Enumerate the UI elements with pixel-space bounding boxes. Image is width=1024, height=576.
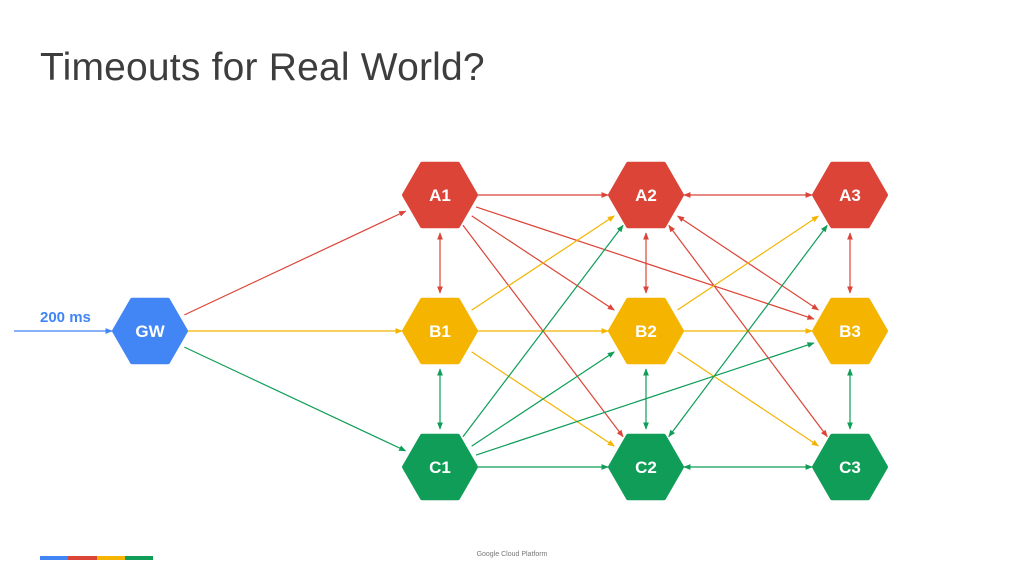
node-a3: A3: [812, 161, 888, 229]
brand-bar-segment: [96, 556, 125, 560]
node-c1: C1: [402, 433, 478, 501]
brand-bar-segment: [124, 556, 153, 560]
node-label: A2: [635, 186, 657, 205]
hexagon-shape: [812, 297, 888, 365]
edge-b1-a2: [471, 215, 615, 311]
edge-c1-b2: [471, 351, 615, 447]
hexagon-shape: [112, 297, 188, 365]
node-label: A1: [429, 186, 451, 205]
hexagon-shape: [812, 433, 888, 501]
hexagon-shape: [402, 161, 478, 229]
footer-brand-text: Google Cloud Platform: [476, 551, 548, 558]
edge-gw-a1: [184, 210, 407, 316]
brand-bar-segment: [68, 556, 97, 560]
node-b1: B1: [402, 297, 478, 365]
node-b2: B2: [608, 297, 684, 365]
node-label: B3: [839, 322, 861, 341]
node-c2: C2: [608, 433, 684, 501]
hexagon-shape: [608, 161, 684, 229]
node-label: C3: [839, 458, 861, 477]
edge-c1-a2: [462, 224, 624, 438]
node-label: C2: [635, 458, 657, 477]
edge-b2-c3: [677, 351, 819, 447]
node-label: A3: [839, 186, 861, 205]
node-label: C1: [429, 458, 451, 477]
node-b3: B3: [812, 297, 888, 365]
hexagon-shape: [402, 297, 478, 365]
edge-c2-a3: [668, 224, 828, 438]
node-c3: C3: [812, 433, 888, 501]
node-a1: A1: [402, 161, 478, 229]
edges-layer: [184, 192, 853, 470]
node-gw: GW: [112, 297, 188, 365]
hexagon-shape: [608, 433, 684, 501]
node-a2: A2: [608, 161, 684, 229]
latency-budget-label: 200 ms: [40, 309, 91, 326]
brand-bar-segment: [40, 556, 69, 560]
brand-color-bar: [40, 556, 153, 560]
hexagon-shape: [608, 297, 684, 365]
node-label: B2: [635, 322, 657, 341]
slide-title: Timeouts for Real World?: [40, 46, 485, 89]
node-label: B1: [429, 322, 451, 341]
hexagon-shape: [812, 161, 888, 229]
edge-gw-c1: [184, 346, 407, 452]
node-label: GW: [135, 322, 165, 341]
hexagon-shape: [402, 433, 478, 501]
incoming-request: 200 ms: [14, 309, 113, 334]
